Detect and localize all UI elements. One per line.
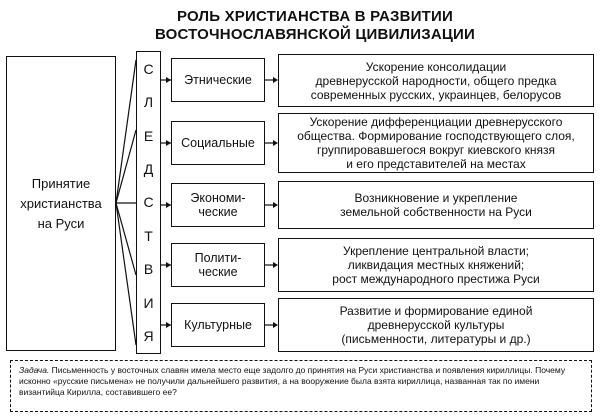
category-economic: Экономи- ческие xyxy=(171,183,265,227)
result-line: ликвидация местных княжений; xyxy=(347,258,525,272)
category-label: ческие xyxy=(198,265,238,279)
title-line-1: РОЛЬ ХРИСТИАНСТВА В РАЗВИТИИ xyxy=(177,8,453,25)
result-line: Ускорение дифференциации древнерусского xyxy=(309,115,563,129)
category-label: Этнические xyxy=(184,73,252,87)
source-line: на Руси xyxy=(37,215,85,231)
task-label: Задача. xyxy=(19,365,50,375)
category-label: Социальные xyxy=(181,136,255,150)
source-line: христианства xyxy=(20,195,102,211)
result-line: Укрепление центральной власти; xyxy=(343,244,529,258)
source-line: Принятие xyxy=(31,175,91,191)
result-line: Ускорение консолидации xyxy=(365,59,507,74)
letter: С xyxy=(143,194,154,211)
fan-line xyxy=(115,202,137,346)
result-line: общества. Формирование господствующего с… xyxy=(297,129,575,143)
category-social: Социальные xyxy=(171,121,265,165)
consequences-column: С Л Е Д С Т В И Я xyxy=(136,51,161,354)
result-line: древнерусской культуры xyxy=(367,318,505,332)
result-line: рост международного престижа Руси xyxy=(332,272,540,286)
fan-line xyxy=(115,129,137,204)
fan-line xyxy=(115,202,137,276)
result-economic: Возникновение и укрепление земельной соб… xyxy=(278,181,594,229)
category-political: Полити- ческие xyxy=(171,243,265,287)
result-line: современных русских, украинцев, белорусо… xyxy=(310,87,562,102)
result-social: Ускорение дифференциации древнерусского … xyxy=(278,113,594,173)
category-cultural: Культурные xyxy=(171,303,265,347)
letter: И xyxy=(143,294,154,311)
letter: Т xyxy=(144,227,153,244)
category-label: Полити- xyxy=(194,251,242,265)
letter: С xyxy=(143,60,154,77)
category-label: ческие xyxy=(198,205,238,219)
category-ethnic: Этнические xyxy=(171,58,265,102)
task-text: Письменность у восточных славян имела ме… xyxy=(19,365,566,397)
source-box: Принятие христианства на Руси xyxy=(6,56,116,351)
letter: Я xyxy=(143,328,154,345)
result-cultural: Развитие и формирование единой древнерус… xyxy=(278,298,594,352)
result-line: Возникновение и укрепление xyxy=(354,191,518,205)
letter: Л xyxy=(143,94,154,111)
letter: Д xyxy=(143,161,154,178)
result-line: земельной собственности на Руси xyxy=(340,205,532,219)
result-line: (письменности, литературы и др.) xyxy=(341,332,531,346)
result-line: Развитие и формирование единой xyxy=(339,304,533,318)
category-label: Культурные xyxy=(184,318,252,332)
result-political: Укрепление центральной власти; ликвидаци… xyxy=(278,238,594,292)
result-line: и его представителей на местах xyxy=(346,157,526,171)
task-box: Задача. Письменность у восточных славян … xyxy=(10,360,592,412)
result-ethnic: Ускорение консолидации древнерусской нар… xyxy=(278,54,594,107)
title-line-2: ВОСТОЧНОСЛАВЯНСКОЙ ЦИВИЛИЗАЦИИ xyxy=(155,26,475,43)
result-line: древнерусской народности, общего предка xyxy=(315,73,557,88)
diagram-title: РОЛЬ ХРИСТИАНСТВА В РАЗВИТИИ ВОСТОЧНОСЛА… xyxy=(150,8,480,44)
result-line: группировавшегося вокруг киевского князя xyxy=(316,143,555,157)
letter: Е xyxy=(143,127,154,144)
letter: В xyxy=(143,261,154,278)
category-label: Экономи- xyxy=(190,191,246,205)
fan-line xyxy=(115,59,137,204)
